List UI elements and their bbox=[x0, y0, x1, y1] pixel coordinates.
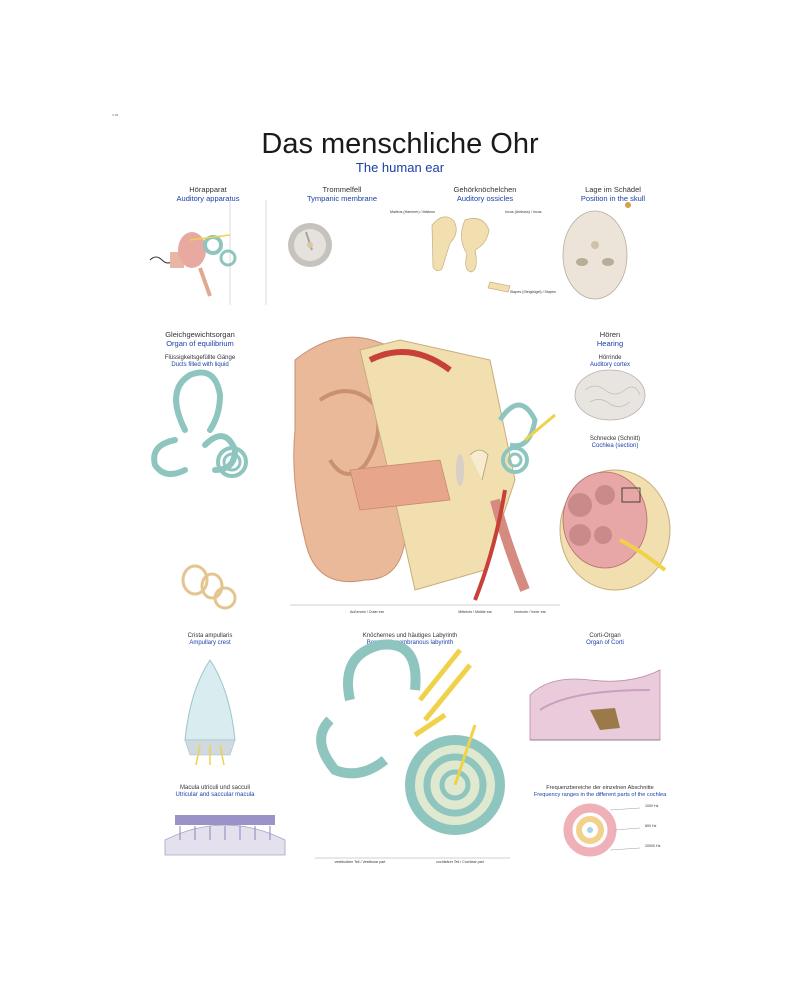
section-cochlea-section: Schnecke (Schnitt)Cochlea (section) bbox=[589, 436, 641, 449]
organ-corti-illustration bbox=[529, 669, 661, 741]
label-middle-ear: Mittelohr / Middle ear bbox=[458, 610, 492, 614]
eardrum bbox=[456, 454, 464, 486]
label-frequency-3: 20000 Hz bbox=[645, 844, 661, 848]
label-cochlear-part: cochleärer Teil / Cochlear part bbox=[436, 860, 484, 864]
label-frequency-1: 1000 Hz bbox=[645, 804, 659, 808]
poster-code: V-35 bbox=[112, 113, 119, 117]
cochlea-section-illustration bbox=[559, 469, 671, 591]
label-frequency-2: 800 Hz bbox=[645, 824, 657, 828]
stapes-icon bbox=[487, 281, 511, 293]
label-vestibular-part: vestibulärer Teil / Vestibular part bbox=[334, 860, 386, 864]
malleus-icon bbox=[431, 216, 457, 271]
label-outer-ear: Außenohr / Outer ear bbox=[350, 610, 384, 614]
orientation-marker-icon bbox=[625, 202, 631, 208]
brain-illustration bbox=[574, 369, 646, 421]
main-ear-illustration bbox=[290, 336, 560, 606]
equilibrium-organ-illustration bbox=[151, 369, 248, 478]
ossicle-small-labyrinth bbox=[181, 564, 237, 610]
crista-ampullaris-illustration bbox=[184, 659, 236, 766]
labyrinth-illustration bbox=[315, 639, 510, 859]
auditory-apparatus-illustration bbox=[149, 200, 267, 305]
label-stapes: Stapes (Steigbügel) / Stapes bbox=[510, 290, 556, 294]
label-inner-ear: Innenohr / Inner ear bbox=[514, 610, 546, 614]
label-malleus: Malleus (Hammer) / Malleus bbox=[390, 210, 435, 214]
page-title: Das menschliche Ohr bbox=[261, 128, 539, 160]
macula-illustration bbox=[164, 815, 286, 856]
incus-icon bbox=[461, 218, 490, 273]
frequency-cochlea-illustration bbox=[563, 803, 641, 857]
page-subtitle: The human ear bbox=[355, 160, 445, 175]
tympanic-membrane-illustration bbox=[288, 223, 332, 267]
label-incus: Incus (Amboss) / Incus bbox=[505, 210, 542, 214]
section-frequency-ranges: Frequenzbereiche der einzelnen Abschnitt… bbox=[533, 785, 667, 798]
ossicles-illustration bbox=[431, 216, 511, 293]
ear-canal bbox=[349, 459, 451, 511]
skull-illustration bbox=[562, 202, 631, 300]
